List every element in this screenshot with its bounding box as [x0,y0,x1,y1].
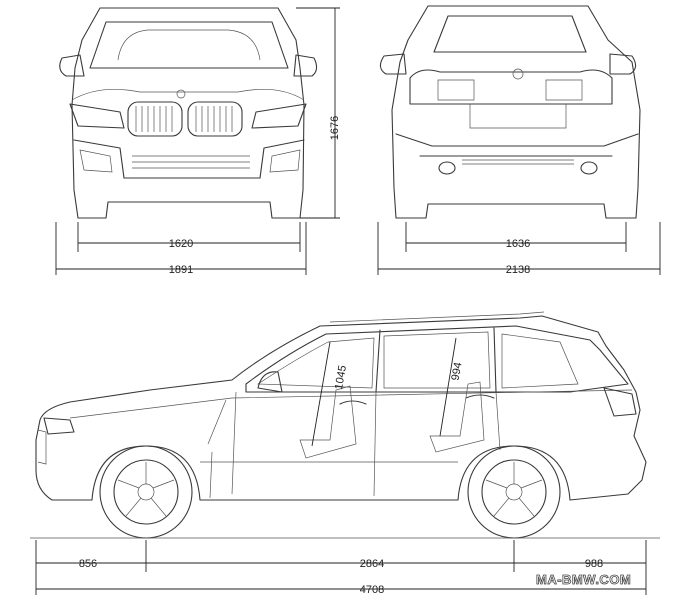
front-door-handle [339,400,367,405]
front-grille-right [187,101,243,137]
watermark-text: MA-BMW.COM [536,572,631,587]
front-left-mirror [59,54,85,77]
rear-width-label: 2138 [506,264,530,276]
rear-right-mirror [609,53,637,75]
rear-logo-icon [512,68,524,80]
wheelbase-label: 2864 [360,558,384,570]
front-width-label: 1891 [169,264,193,276]
rear-left-mirror [379,53,407,75]
front-headroom-label: 1045 [333,364,349,390]
rear-track-label: 1636 [506,238,530,250]
front-right-mirror [293,54,318,77]
front-track-label: 1620 [169,238,193,250]
rear-wheel [467,445,561,539]
front-logo-icon [176,89,186,99]
exhaust-left [438,161,456,175]
front-wheel [99,445,193,539]
height-dimension-label: 1676 [329,116,341,140]
rear-overhang-label: 988 [585,558,603,570]
overall-length-label: 4708 [360,584,384,596]
front-overhang-label: 856 [79,558,97,570]
side-view: 1045 994 856 2864 988 4708 [30,311,660,596]
side-mirror [257,371,283,393]
front-view: 1676 1620 1891 [55,7,341,276]
rear-headroom-label: 994 [450,361,465,381]
rear-view: 1636 2138 [377,5,661,276]
front-grille-left [127,101,183,137]
rear-door-handle [465,394,495,399]
exhaust-right [580,161,598,175]
